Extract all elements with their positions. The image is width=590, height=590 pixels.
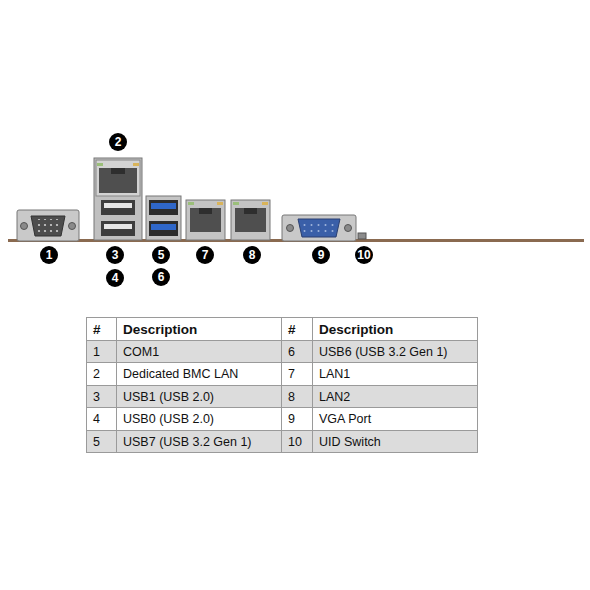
lan-port: [231, 200, 270, 240]
bmc-lan-usb-stack: [94, 158, 142, 240]
callout-number: 4: [106, 269, 124, 287]
table-cell: 7: [281, 362, 313, 386]
table-cell: 8: [281, 385, 313, 408]
callout-number: 10: [355, 246, 373, 264]
uid-switch: [358, 233, 366, 239]
table-header: Description: [116, 317, 282, 341]
table-cell: 9: [281, 407, 313, 431]
lan-port: [186, 200, 225, 240]
table-cell: 6: [281, 340, 313, 363]
callout-number: 8: [243, 246, 261, 264]
table-cell: 4: [86, 407, 117, 431]
usb3-stack: [146, 196, 181, 240]
table-cell: UID Switch: [312, 430, 478, 453]
table-cell: COM1: [116, 340, 282, 363]
callout-number: 7: [196, 246, 214, 264]
table-cell: USB6 (USB 3.2 Gen 1): [312, 340, 478, 363]
callout-number: 9: [312, 246, 330, 264]
table-cell: USB7 (USB 3.2 Gen 1): [116, 430, 282, 453]
table-header: #: [281, 317, 313, 341]
table-cell: LAN2: [312, 385, 478, 408]
table-cell: USB0 (USB 2.0): [116, 407, 282, 431]
callout-number: 2: [109, 133, 127, 151]
table-cell: Dedicated BMC LAN: [116, 362, 282, 386]
callout-number: 3: [106, 246, 124, 264]
com-port: [17, 210, 79, 241]
table-cell: 3: [86, 385, 117, 408]
table-header: Description: [312, 317, 478, 341]
table-cell: USB1 (USB 2.0): [116, 385, 282, 408]
callout-number: 5: [152, 246, 170, 264]
table-cell: 2: [86, 362, 117, 386]
table-cell: 1: [86, 340, 117, 363]
callout-number: 6: [152, 268, 170, 286]
table-cell: 5: [86, 430, 117, 453]
table-cell: 10: [281, 430, 313, 453]
table-header: #: [86, 317, 117, 341]
vga-port: [282, 215, 356, 241]
table-cell: VGA Port: [312, 407, 478, 431]
table-cell: LAN1: [312, 362, 478, 386]
callout-number: 1: [40, 246, 58, 264]
